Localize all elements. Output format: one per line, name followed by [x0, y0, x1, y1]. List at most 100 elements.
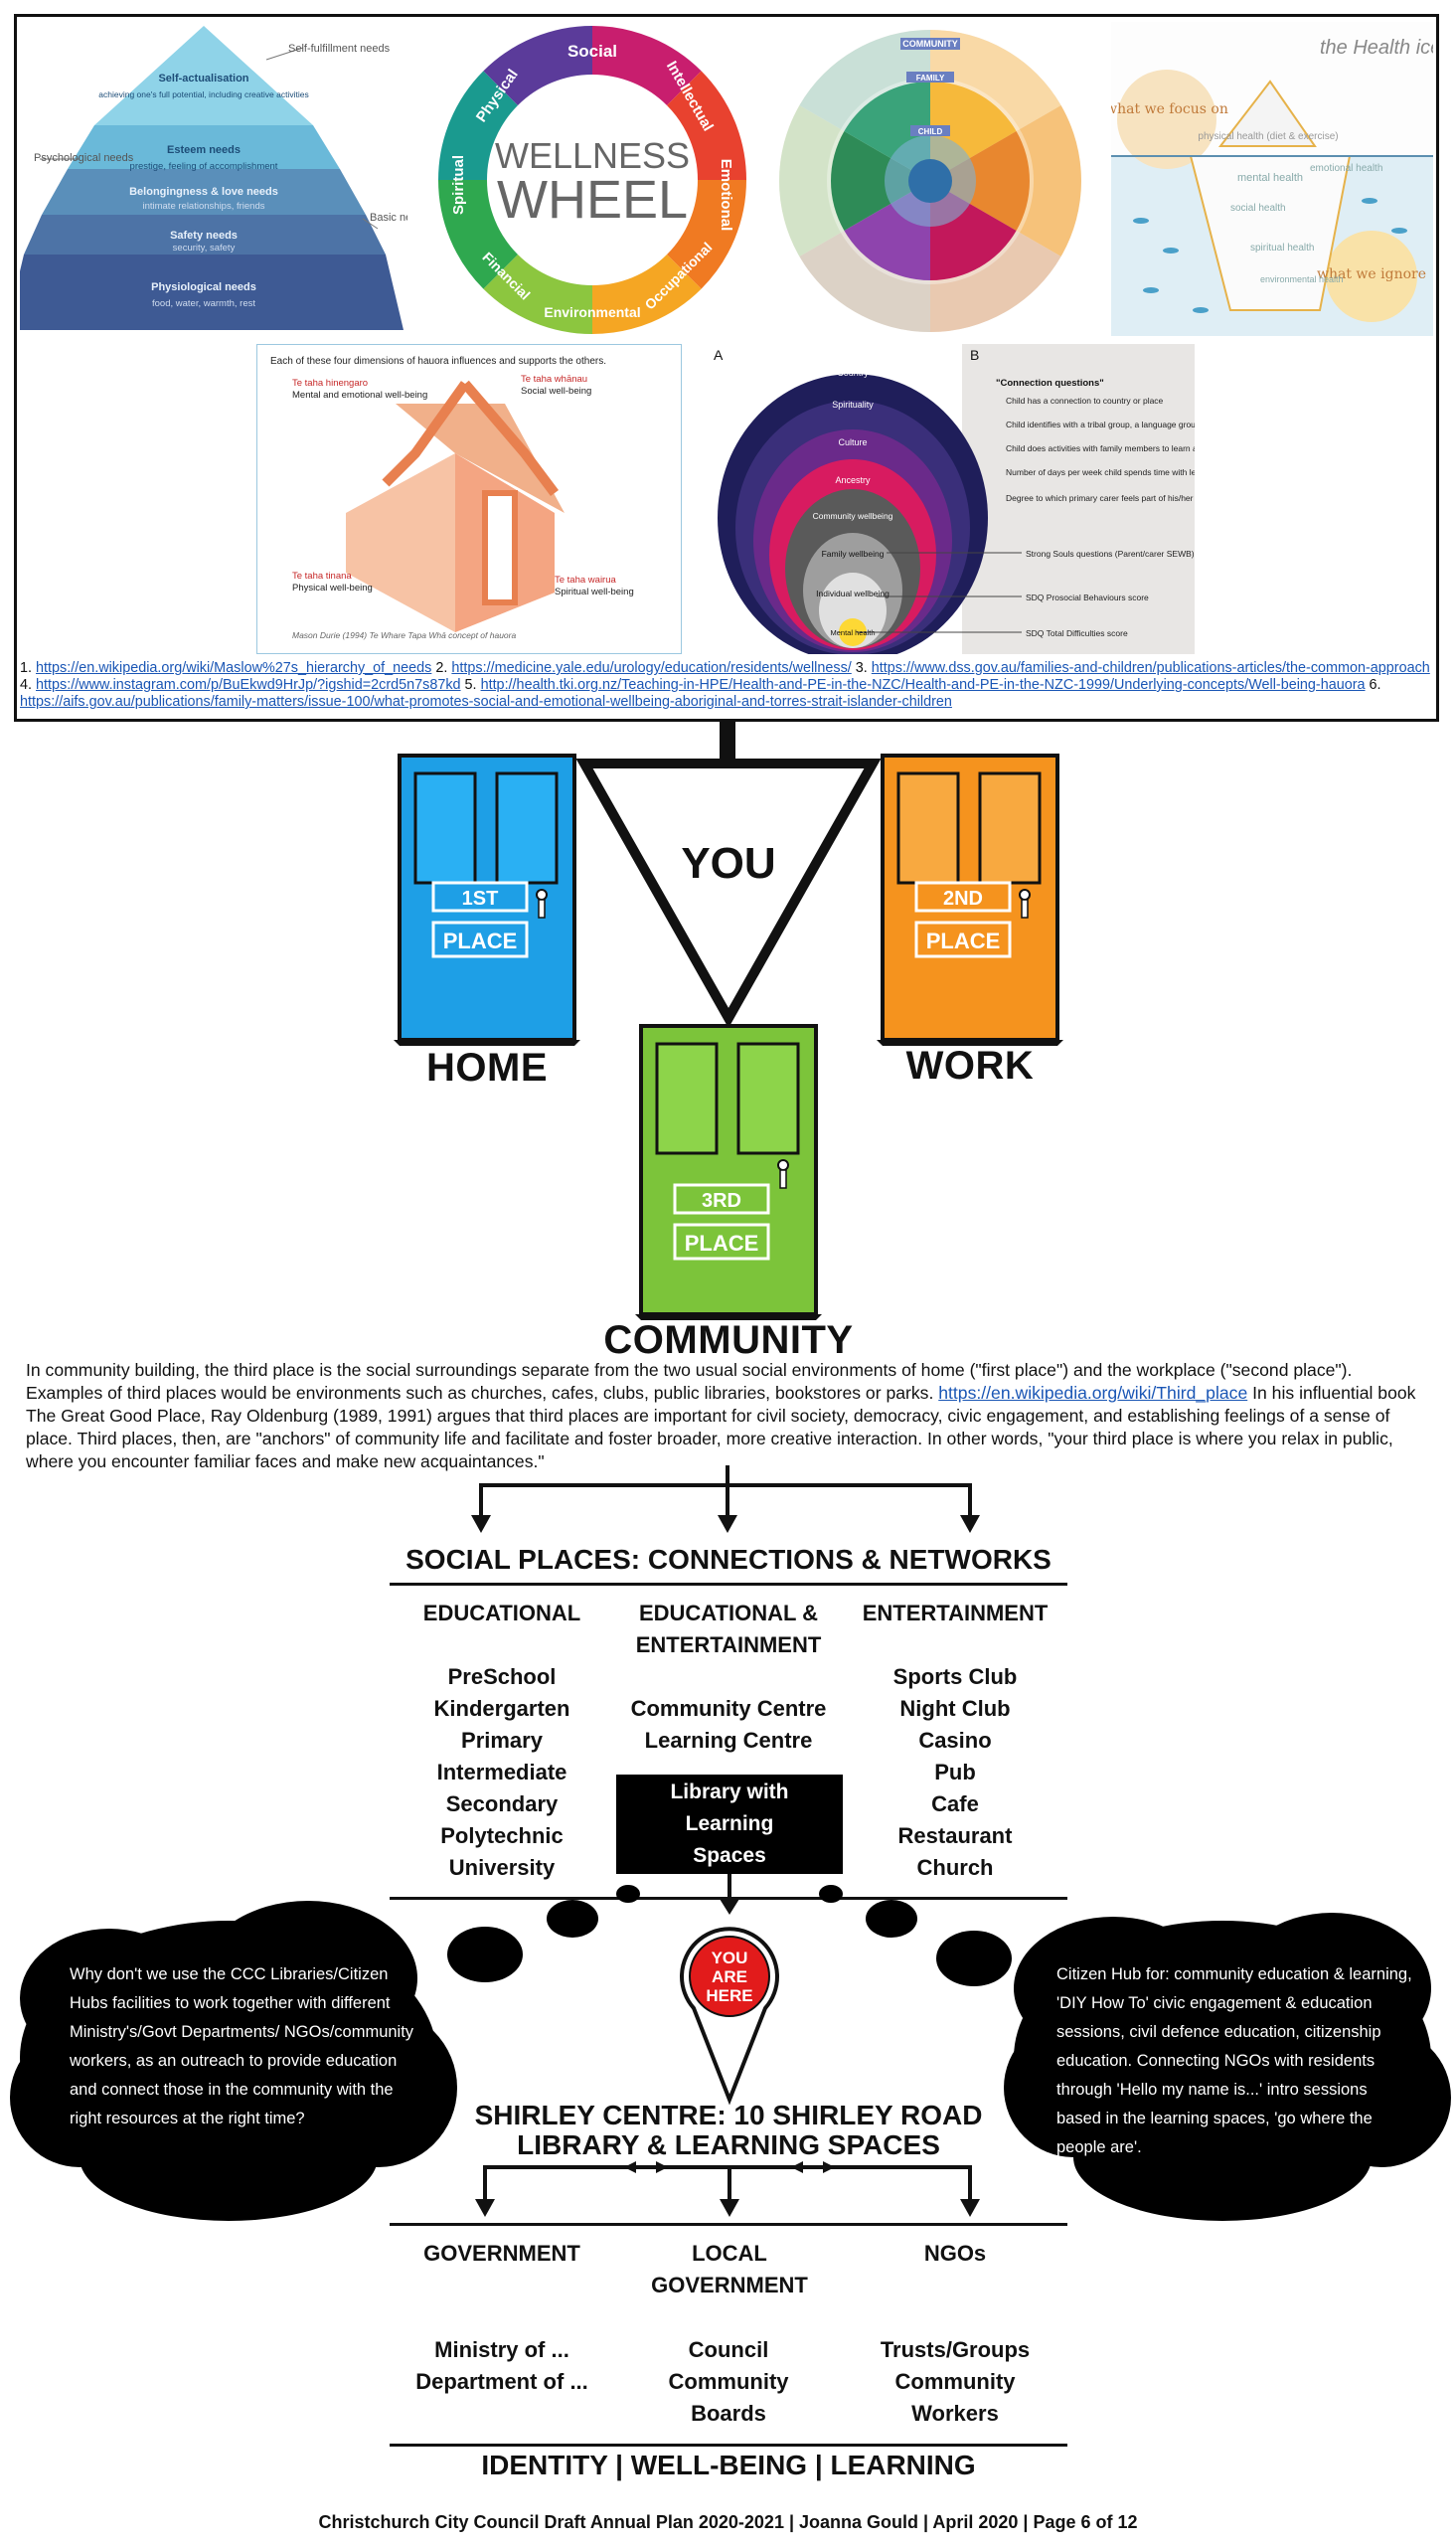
list-item: Secondary [445, 1791, 559, 1816]
ref-link[interactable]: https://www.dss.gov.au/families-and-chil… [871, 660, 1430, 676]
col-head-edu-ent: EDUCATIONAL & ENTERTAINMENT [635, 1601, 822, 1657]
third-place-diagram: YOU 1ST PLACE 2ND PLACE 3RD PLACE [394, 722, 1063, 1320]
entertainment-list: Sports Club Night Club Casino Pub Cafe R… [841, 1661, 1069, 1884]
right-cloud-text: Citizen Hub for: community education & l… [1056, 1965, 1412, 2156]
list-item: Night Club [899, 1696, 1011, 1721]
list-item: Community Centre [630, 1696, 827, 1721]
iceberg-below: social health [1230, 203, 1286, 214]
list-item: Ministry of ... [434, 2337, 569, 2362]
hauora-label: Te taha wairua [555, 575, 617, 586]
you-triangle [575, 759, 882, 1029]
list-item: Cafe [931, 1791, 979, 1816]
library-learning-box: Library with Learning Spaces [616, 1775, 843, 1874]
pyramid-tier-safety [24, 215, 386, 254]
tier-title: Safety needs [170, 230, 238, 242]
pin-line1: YOU [712, 1949, 748, 1967]
home-door: 1ST PLACE [394, 754, 580, 1046]
arrow-down-icon [475, 2199, 495, 2217]
list-item: Primary [461, 1728, 543, 1753]
edu-ent-list: Community Centre Learning Centre [614, 1693, 843, 1757]
wheel-segment-label: Emotional [718, 159, 734, 232]
iceberg-title: the Health iceberg [1320, 37, 1433, 59]
question-item: Child has a connection to country or pla… [1006, 396, 1164, 406]
col-head-entertainment: ENTERTAINMENT [862, 1601, 1049, 1625]
list-item: Sports Club [892, 1664, 1018, 1689]
divider [390, 2444, 1067, 2447]
list-item: Restaurant [897, 1823, 1013, 1848]
pyramid-tier-esteem [68, 125, 340, 169]
score-label: Strong Souls questions (Parent/carer SEW… [1026, 549, 1195, 559]
iceberg-below: mental health [1237, 172, 1303, 184]
wheel-segment-label: Social [567, 42, 617, 61]
list-item: Kindergarten [433, 1696, 570, 1721]
panel-b-label: B [970, 347, 979, 363]
iceberg-above: physical health (diet & exercise) [1198, 131, 1338, 142]
wheel-segment-label: Environmental [544, 304, 640, 320]
third-place-link[interactable]: https://en.wikipedia.org/wiki/Third_plac… [938, 1383, 1248, 1403]
arrow-down-icon [720, 2199, 739, 2217]
ring-label: Community wellbeing [813, 511, 893, 521]
list-item: Community [894, 2369, 1016, 2394]
basic-label: Basic needs [370, 212, 407, 224]
ring-label: Country [837, 368, 869, 378]
wheel-title-line1: WELLNESS [495, 135, 690, 176]
arrow-down-icon [471, 1515, 491, 1533]
wheel-segment-label: Spiritual [450, 155, 467, 215]
list-item: Department of ... [415, 2369, 588, 2394]
col-head-educational: EDUCATIONAL [422, 1601, 581, 1625]
list-item: University [448, 1855, 556, 1880]
arrow-down-icon [960, 1515, 980, 1533]
community-door: 3RD PLACE [635, 1024, 822, 1320]
ref-link[interactable]: https://medicine.yale.edu/urology/educat… [451, 660, 852, 676]
iceberg-below: spiritual health [1250, 243, 1314, 254]
ref-link[interactable]: http://health.tki.org.nz/Teaching-in-HPE… [480, 677, 1366, 693]
third-place-paragraph: In community building, the third place i… [26, 1360, 1416, 1471]
ring-label: Family wellbeing [822, 549, 885, 559]
pin-line3: HERE [706, 1986, 752, 2005]
ring-label: Individual wellbeing [816, 589, 890, 598]
arrow-down-icon [718, 1515, 737, 1533]
library-box-label: Library with Learning Spaces [670, 1781, 789, 1867]
list-item: Boards [691, 2401, 766, 2426]
list-item: PreSchool [447, 1664, 557, 1689]
tier-title: Physiological needs [151, 281, 256, 293]
left-cloud [10, 1901, 457, 2221]
iceberg-ignore: what we ignore [1317, 266, 1426, 282]
ref-link[interactable]: https://en.wikipedia.org/wiki/Maslow%27s… [36, 660, 432, 676]
list-item: Trusts/Groups [880, 2337, 1031, 2362]
circle-label: COMMUNITY [902, 39, 958, 49]
you-are-here-pin: YOU ARE HERE [680, 1927, 779, 2106]
tagline: IDENTITY | WELL-BEING | LEARNING [481, 2450, 976, 2480]
tier-desc: food, water, warmth, rest [152, 298, 255, 309]
self-fulfillment-label: Self-fulfillment needs [288, 43, 391, 55]
page-footer: Christchurch City Council Draft Annual P… [318, 2512, 1138, 2532]
hauora-label: Te taha tinana [292, 571, 352, 582]
pin-line2: ARE [712, 1967, 747, 1986]
question-item: Child does activities with family member… [1006, 443, 1195, 453]
iceberg-below: emotional health [1310, 163, 1382, 174]
left-cloud-text: Why don't we use the CCC Libraries/Citiz… [70, 1965, 414, 2127]
ring-label: Spirituality [832, 400, 874, 410]
tier-title: Belongingness & love needs [129, 186, 278, 198]
tier-title: Esteem needs [167, 144, 241, 156]
work-door-line1: 2ND [943, 888, 983, 910]
ref-link[interactable]: https://aifs.gov.au/publications/family-… [20, 694, 952, 710]
pyramid-tier-self-actualisation [94, 26, 313, 125]
ref-link[interactable]: https://www.instagram.com/p/BuEkwd9HrJp/… [36, 677, 461, 693]
psychological-label: Psychological needs [34, 152, 134, 164]
government-arrows [475, 2161, 980, 2217]
local-government-list: Council Community Boards [614, 2334, 843, 2430]
tier-desc: intimate relationships, friends [142, 201, 264, 212]
ring-label: Mental health [830, 628, 875, 637]
arrow-right-icon [656, 2161, 668, 2173]
strong-souls-figure: A B Country Spirituality Culture Ancestr… [714, 344, 1195, 654]
tier-desc: security, safety [173, 243, 236, 254]
arrow-down-icon [960, 2199, 980, 2217]
thought-clouds: YOU ARE HERE [10, 1874, 1451, 2221]
hauora-label: Te taha hinengaro [292, 378, 368, 389]
list-item: Church [916, 1855, 994, 1880]
health-iceberg-figure: the Health iceberg what we focus on what… [1111, 22, 1433, 336]
ring-label: Culture [838, 437, 867, 447]
community-caption: COMMUNITY [603, 1318, 854, 1362]
work-caption: WORK [905, 1044, 1035, 1088]
